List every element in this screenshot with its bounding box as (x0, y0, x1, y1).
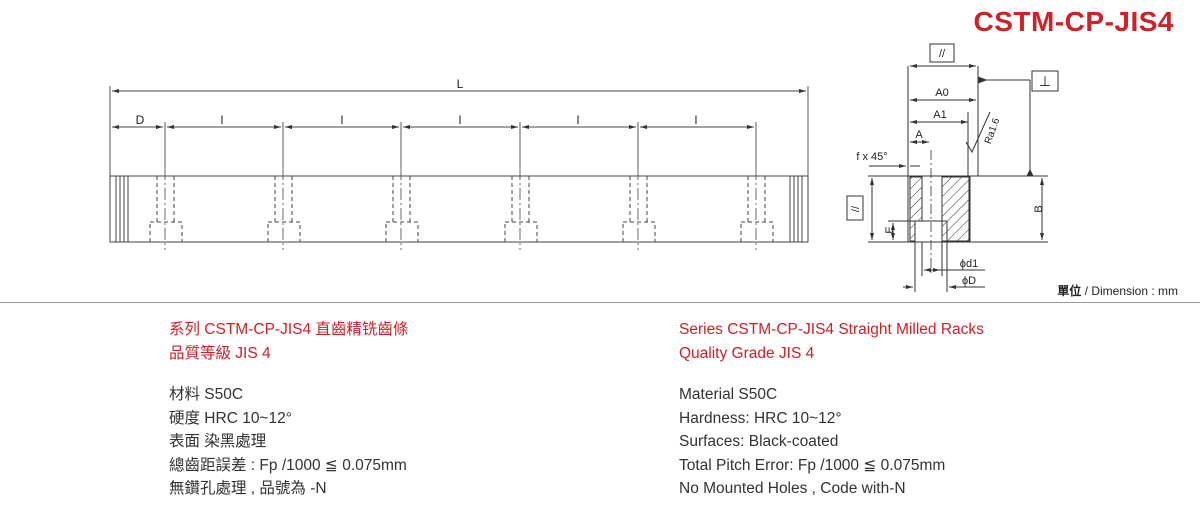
dim-E: E (884, 226, 896, 233)
en-title-line-1: Series CSTM-CP-JIS4 Straight Milled Rack… (679, 321, 984, 338)
hole-6 (740, 176, 774, 243)
cn-spec-hardness: 硬度 HRC 10~12° (169, 409, 292, 427)
en-spec-hardness: Hardness: HRC 10~12° (679, 409, 842, 427)
en-spec-material: Material S50C (679, 386, 778, 403)
mounting-holes (149, 176, 774, 243)
dim-A: A (915, 129, 923, 141)
dim-L: L (457, 77, 464, 91)
rack-front-view (109, 168, 809, 250)
product-code: CSTM-CP-JIS4 (973, 6, 1174, 37)
dim-pitch-4: l (577, 113, 580, 127)
hole-2 (267, 176, 301, 243)
parallel-symbol-top: // (939, 48, 946, 60)
hole-3 (385, 176, 419, 243)
cn-spec-pitch-error: 總齒距誤差 : Fp /1000 ≦ 0.075mm (169, 456, 407, 474)
en-title-line-2: Quality Grade JIS 4 (679, 344, 815, 362)
cn-spec-material: 材料 S50C (169, 386, 244, 403)
dim-A0: A0 (935, 87, 948, 99)
parallel-frame-top (929, 43, 955, 63)
dim-B: B (1033, 205, 1045, 212)
cn-title-line-1: 系列 CSTM-CP-JIS4 直齒精铣齒條 (169, 321, 409, 338)
dimension-unit-cn: 單位 (1057, 284, 1082, 298)
rack-right-end-lines (789, 176, 803, 242)
dim-A1: A1 (933, 109, 946, 121)
dimension-unit: 單位 / Dimension : mm (1057, 282, 1178, 299)
hole-1 (149, 176, 183, 243)
dim-pitch-5: l (695, 113, 698, 127)
dim-D: D (136, 113, 145, 127)
dimension-unit-en: / Dimension : mm (1081, 284, 1178, 298)
rack-left-end-lines (115, 176, 129, 242)
english-spec-column: Series CSTM-CP-JIS4 Straight Milled Rack… (679, 318, 984, 501)
hole-5 (622, 176, 656, 243)
en-spec-surface: Surfaces: Black-coated (679, 433, 839, 450)
hole-4 (504, 176, 538, 243)
dim-d1: ϕd1 (960, 258, 978, 270)
dim-pitch-3: l (459, 113, 462, 127)
cn-spec-surface: 表面 染黑處理 (169, 433, 267, 450)
technical-drawing: L D l l l l l (109, 43, 1059, 292)
parallel-frame-left (846, 195, 864, 221)
cn-spec-holes: 無鑽孔處理 , 品號為 -N (169, 480, 327, 497)
cn-title-line-2: 品質等級 JIS 4 (169, 344, 271, 362)
perpendicular-symbol: ⊥ (1039, 73, 1051, 89)
perpendicular-frame (1031, 70, 1059, 92)
en-spec-pitch-error: Total Pitch Error: Fp /1000 ≦ 0.075mm (679, 456, 946, 474)
parallel-symbol-left: // (850, 205, 862, 212)
dim-pitch-1: l (221, 113, 224, 127)
chinese-spec-column: 系列 CSTM-CP-JIS4 直齒精铣齒條 品質等級 JIS 4 材料 S50… (169, 318, 408, 501)
rack-section-view (846, 43, 1059, 292)
dim-bigD: ϕD (962, 275, 976, 287)
dim-pitch-2: l (341, 113, 344, 127)
dim-chamfer: f x 45° (856, 151, 887, 163)
rack-dimensions (109, 86, 809, 176)
section-divider (0, 302, 1200, 303)
en-spec-holes: No Mounted Holes , Code with-N (679, 480, 906, 497)
